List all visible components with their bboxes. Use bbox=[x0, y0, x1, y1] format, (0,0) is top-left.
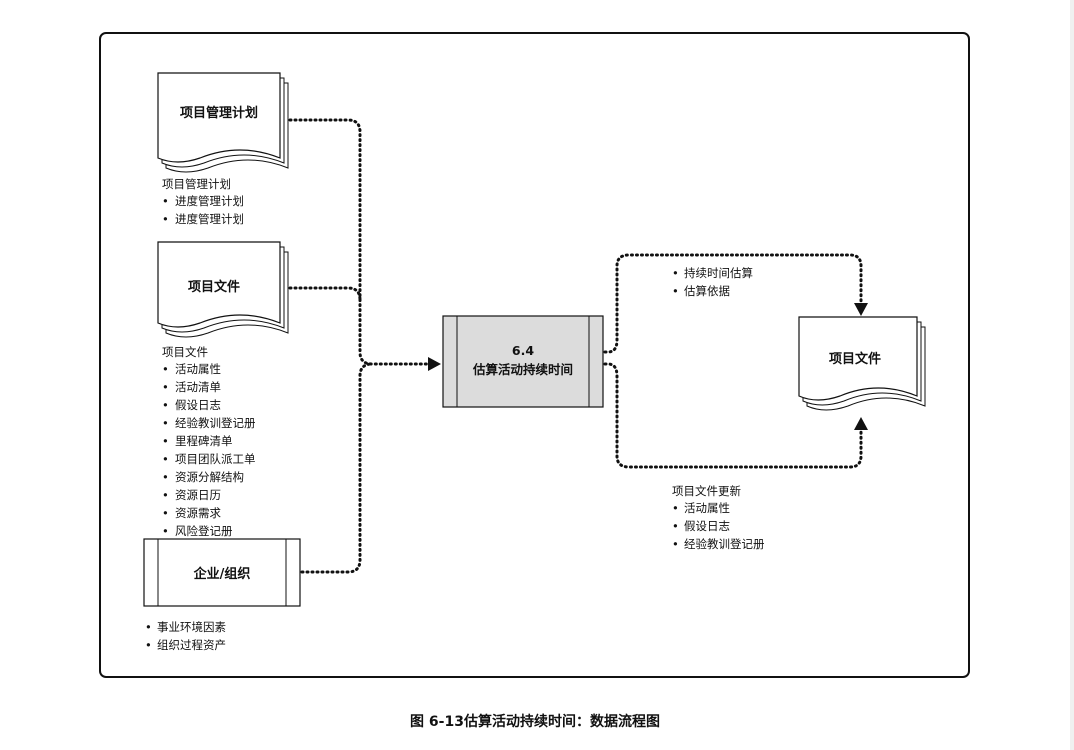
updates-item: 活动属性 bbox=[684, 501, 730, 515]
enterprise-item: 事业环境因素 bbox=[157, 620, 226, 634]
updates-heading: 项目文件更新 bbox=[672, 484, 741, 498]
list-bullet: • bbox=[162, 452, 169, 466]
enterprise-item: 组织过程资产 bbox=[157, 638, 226, 652]
list-bullet: • bbox=[672, 501, 679, 515]
list-bullet: • bbox=[162, 362, 169, 376]
pm-plan-document-icon bbox=[157, 72, 289, 173]
output-item: 估算依据 bbox=[684, 284, 730, 298]
project-docs-item: 风险登记册 bbox=[175, 524, 233, 538]
process-number: 6.4 bbox=[512, 343, 534, 358]
list-bullet: • bbox=[672, 284, 679, 298]
project-docs-item: 资源需求 bbox=[175, 506, 221, 520]
project-documents-title: 项目文件 bbox=[188, 279, 240, 295]
pm-plan-item: 进度管理计划 bbox=[175, 212, 244, 226]
list-bullet: • bbox=[162, 380, 169, 394]
list-bullet: • bbox=[162, 470, 169, 484]
pm-plan-document-title: 项目管理计划 bbox=[180, 105, 258, 121]
output-arrow-up-icon bbox=[854, 417, 868, 430]
list-bullet: • bbox=[162, 434, 169, 448]
output-connectors bbox=[603, 253, 863, 469]
list-bullet: • bbox=[162, 506, 169, 520]
list-bullet: • bbox=[162, 416, 169, 430]
figure-caption: 图 6-13估算活动持续时间：数据流程图 bbox=[410, 713, 660, 730]
list-bullet: • bbox=[145, 620, 152, 634]
output-project-documents-title: 项目文件 bbox=[829, 351, 881, 367]
process-box bbox=[442, 315, 604, 408]
project-docs-list: • 活动属性 • 活动清单 • 假设日志 • 经验教训登记册 • 里程碑清单 •… bbox=[162, 362, 256, 538]
list-bullet: • bbox=[145, 638, 152, 652]
output-item: 持续时间估算 bbox=[684, 266, 753, 280]
project-docs-item: 里程碑清单 bbox=[175, 434, 233, 448]
process-name: 估算活动持续时间 bbox=[472, 362, 573, 377]
pm-plan-item: 进度管理计划 bbox=[175, 194, 244, 208]
project-documents-icon bbox=[157, 241, 289, 338]
pm-plan-heading: 项目管理计划 bbox=[162, 177, 231, 191]
list-bullet: • bbox=[162, 212, 169, 226]
project-docs-item: 活动属性 bbox=[175, 362, 221, 376]
project-docs-item: 经验教训登记册 bbox=[175, 416, 256, 430]
list-bullet: • bbox=[162, 398, 169, 412]
updates-item: 假设日志 bbox=[684, 519, 730, 533]
output-arrow-down-icon bbox=[854, 303, 868, 316]
project-docs-heading: 项目文件 bbox=[162, 345, 208, 359]
list-bullet: • bbox=[672, 519, 679, 533]
project-docs-item: 资源分解结构 bbox=[175, 470, 244, 484]
project-docs-item: 假设日志 bbox=[175, 398, 221, 412]
input-arrow-icon bbox=[428, 357, 441, 371]
list-bullet: • bbox=[672, 266, 679, 280]
list-bullet: • bbox=[162, 488, 169, 502]
enterprise-organization-box bbox=[143, 538, 301, 607]
updates-item: 经验教训登记册 bbox=[684, 537, 765, 551]
project-docs-item: 活动清单 bbox=[175, 380, 221, 394]
input-connectors bbox=[288, 118, 432, 574]
output-project-documents-icon bbox=[798, 316, 926, 411]
list-bullet: • bbox=[162, 194, 169, 208]
list-bullet: • bbox=[162, 524, 169, 538]
project-docs-item: 资源日历 bbox=[175, 488, 221, 502]
page-edge bbox=[1070, 0, 1074, 750]
enterprise-organization-title: 企业/组织 bbox=[193, 566, 251, 582]
list-bullet: • bbox=[672, 537, 679, 551]
project-docs-item: 项目团队派工单 bbox=[175, 452, 256, 466]
